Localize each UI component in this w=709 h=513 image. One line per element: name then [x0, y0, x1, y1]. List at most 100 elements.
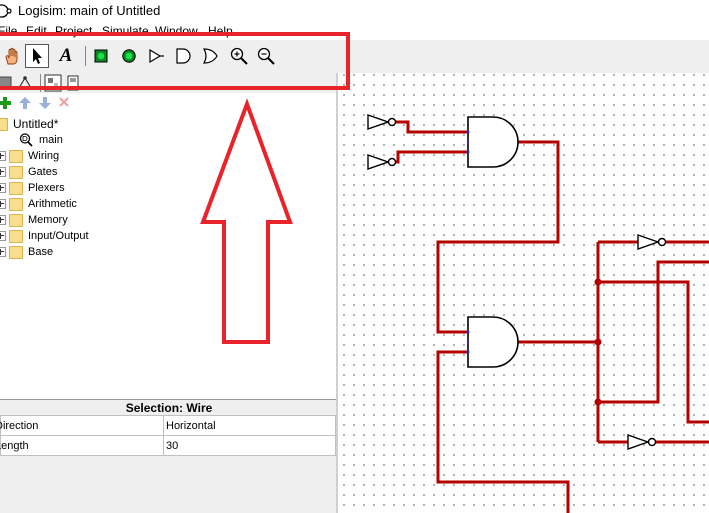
explorer-separator — [40, 74, 41, 92]
delete-icon[interactable] — [58, 96, 70, 108]
and-gate-icon — [176, 48, 191, 64]
tree-item-input-output[interactable]: Input/Output — [0, 228, 89, 244]
text-tool-button[interactable]: A — [54, 44, 78, 68]
zoom-out-button[interactable] — [254, 44, 278, 68]
not-gate[interactable] — [627, 434, 657, 450]
attribute-name: Direction — [0, 415, 164, 436]
menu-project[interactable]: Project — [55, 24, 93, 38]
input-pin-tool-button[interactable] — [89, 44, 113, 68]
explorer-view-bar — [0, 73, 338, 93]
folder-icon — [9, 229, 23, 243]
pane-divider[interactable] — [336, 73, 338, 513]
toolbar-separator — [85, 46, 86, 66]
folder-icon — [9, 245, 23, 259]
and-gate[interactable] — [467, 116, 519, 168]
and-gate[interactable] — [467, 316, 519, 368]
wire[interactable] — [396, 150, 468, 164]
text-a-icon: A — [59, 45, 73, 66]
tree-item-gates[interactable]: Gates — [0, 164, 57, 180]
attribute-value[interactable]: Horizontal — [163, 415, 336, 436]
not-gate[interactable] — [367, 154, 397, 170]
attribute-row: Length 30 — [0, 435, 336, 456]
wire-junctions — [594, 278, 602, 406]
not-gate[interactable] — [367, 114, 397, 130]
title-bar: Logisim: main of Untitled — [0, 0, 709, 22]
zoom-in-button[interactable] — [227, 44, 251, 68]
circuit-magnifier-icon — [19, 133, 33, 147]
library-label: Plexers — [28, 182, 65, 194]
move-up-icon[interactable] — [18, 96, 32, 110]
input-pin-icon — [94, 49, 108, 63]
hand-icon — [5, 47, 18, 65]
wires[interactable] — [396, 120, 709, 513]
circuit-canvas[interactable] — [338, 73, 709, 513]
library-label: Input/Output — [28, 230, 89, 242]
folder-icon — [9, 213, 23, 227]
toolbar: A — [0, 40, 709, 74]
project-name: Untitled* — [13, 117, 59, 131]
logisim-app-icon — [0, 4, 12, 18]
poke-tool-button[interactable] — [0, 44, 24, 68]
tree-item-base[interactable]: Base — [0, 244, 53, 260]
select-tool-button[interactable] — [25, 44, 49, 68]
output-pin-tool-button[interactable] — [117, 44, 141, 68]
expand-icon[interactable] — [0, 247, 6, 257]
tree-view-icon[interactable] — [16, 75, 34, 91]
zoom-in-icon — [230, 47, 248, 65]
gate-input-pins — [466, 130, 470, 354]
attribute-table: Direction Horizontal Length 30 — [0, 415, 336, 456]
library-label: Base — [28, 246, 54, 258]
wire[interactable] — [598, 280, 709, 424]
not-gate-icon — [149, 48, 164, 64]
wire[interactable] — [598, 260, 709, 404]
or-gate-tool-button[interactable] — [198, 44, 222, 68]
appearance-view-icon[interactable] — [66, 75, 80, 91]
library-label: Arithmetic — [28, 198, 77, 210]
folder-icon — [9, 165, 23, 179]
wire[interactable] — [436, 140, 560, 334]
folder-icon — [9, 197, 23, 211]
tree-item-project[interactable]: Untitled* — [0, 116, 58, 132]
menu-bar: File Edit Project Simulate Window Help — [0, 22, 709, 40]
circuit-drawing — [367, 114, 709, 513]
explorer-actions — [0, 93, 338, 113]
expand-icon[interactable] — [0, 167, 6, 177]
attribute-row: Direction Horizontal — [0, 415, 336, 436]
expand-icon[interactable] — [0, 199, 6, 209]
wire[interactable] — [396, 120, 468, 134]
library-label: Gates — [28, 166, 58, 178]
menu-help[interactable]: Help — [208, 24, 233, 38]
library-label: Memory — [28, 214, 68, 226]
expand-icon[interactable] — [0, 183, 6, 193]
tree-item-main[interactable]: main — [18, 132, 63, 148]
tree-item-memory[interactable]: Memory — [0, 212, 68, 228]
circuit-name: main — [39, 134, 63, 146]
tree-item-arithmetic[interactable]: Arithmetic — [0, 196, 77, 212]
move-down-icon[interactable] — [38, 96, 52, 110]
tree-item-plexers[interactable]: Plexers — [0, 180, 65, 196]
expand-icon[interactable] — [0, 231, 6, 241]
folder-icon — [0, 117, 8, 131]
add-circuit-icon[interactable] — [0, 96, 12, 110]
expand-icon[interactable] — [0, 215, 6, 225]
menu-edit[interactable]: Edit — [26, 24, 47, 38]
window-title: Logisim: main of Untitled — [18, 3, 161, 18]
not-gate[interactable] — [637, 234, 667, 250]
menu-simulate[interactable]: Simulate — [102, 24, 149, 38]
wire[interactable] — [436, 350, 570, 513]
or-gate-icon — [202, 48, 218, 64]
edit-circuit-icon[interactable] — [0, 75, 14, 91]
toolbox-view-icon[interactable] — [44, 74, 62, 92]
tree-item-wiring[interactable]: Wiring — [0, 148, 59, 164]
library-label: Wiring — [28, 150, 60, 162]
menu-window[interactable]: Window — [155, 24, 198, 38]
folder-icon — [9, 181, 23, 195]
and-gate-tool-button[interactable] — [171, 44, 195, 68]
attribute-value[interactable]: 30 — [163, 435, 336, 456]
expand-icon[interactable] — [0, 151, 6, 161]
menu-file[interactable]: File — [0, 24, 18, 38]
selection-header: Selection: Wire — [0, 399, 338, 416]
not-gate-tool-button[interactable] — [145, 44, 169, 68]
explorer-tree: Untitled* main Wiring Gates Plexers Arit… — [0, 113, 338, 398]
attribute-name: Length — [0, 435, 164, 456]
